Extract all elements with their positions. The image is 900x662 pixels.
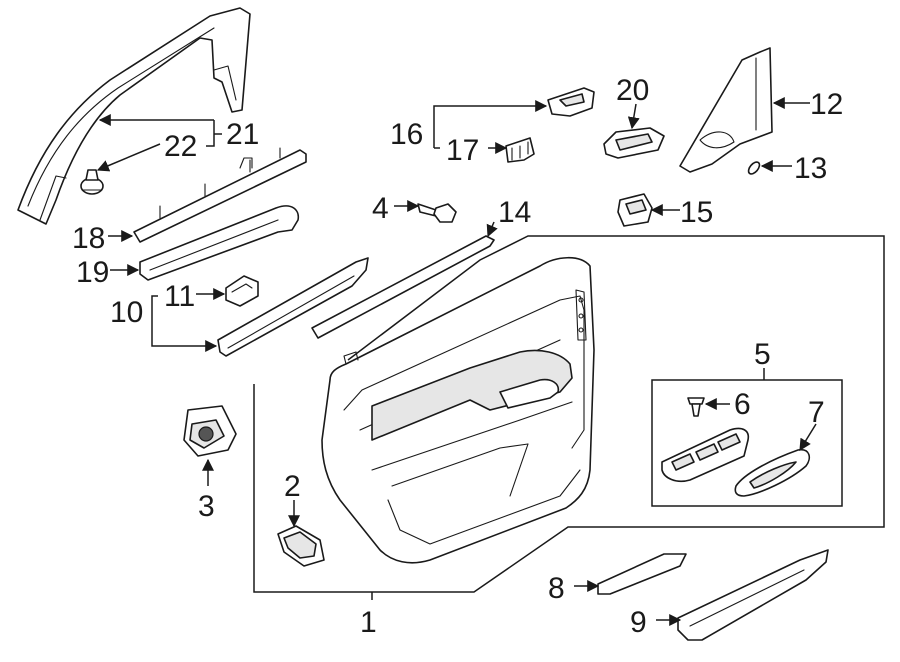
callout-8: 8	[548, 572, 565, 605]
pillar-clip-part	[747, 161, 761, 175]
screw-part	[417, 203, 457, 223]
callout-21: 21	[226, 118, 259, 151]
callout-20: 20	[616, 74, 649, 107]
speaker-grille-part	[183, 405, 237, 457]
callout-1: 1	[360, 606, 377, 639]
trim-insert-part	[597, 553, 687, 595]
window-switch-part	[617, 193, 653, 227]
lower-trim-strip-part	[139, 205, 300, 281]
callout-15: 15	[680, 196, 713, 229]
upper-trim-strip-part	[133, 147, 307, 243]
callout-4: 4	[372, 192, 389, 225]
window-frame-garnish-part	[17, 7, 251, 225]
callout-10: 10	[110, 296, 143, 329]
belt-molding-part	[217, 257, 369, 357]
retainer-clip-part	[80, 169, 104, 195]
callout-2: 2	[284, 470, 301, 503]
callout-18: 18	[72, 222, 105, 255]
mount-bracket-part	[505, 137, 535, 163]
callout-12: 12	[810, 88, 843, 121]
callout-7: 7	[808, 396, 825, 429]
callout-14: 14	[498, 196, 531, 229]
switch-panel-part	[661, 427, 750, 483]
callout-3: 3	[198, 490, 215, 523]
switch-assembly-frame	[651, 379, 843, 507]
callout-13: 13	[794, 152, 827, 185]
panel-screw-part	[687, 397, 705, 417]
assembly-frame	[253, 235, 885, 593]
callout-19: 19	[76, 256, 109, 289]
weatherstrip-part	[311, 235, 495, 339]
lower-garnish-part	[677, 549, 829, 641]
callout-5: 5	[754, 338, 771, 371]
handle-cover-part	[603, 127, 665, 159]
callout-9: 9	[630, 606, 647, 639]
trim-clip-part	[225, 275, 259, 307]
callout-11: 11	[164, 280, 195, 313]
connector-part	[277, 525, 325, 567]
callout-6: 6	[734, 388, 751, 421]
pillar-trim-part	[679, 47, 773, 173]
switch-bezel-part	[547, 87, 595, 117]
door-trim-panel-part	[321, 256, 595, 564]
callout-17: 17	[446, 134, 479, 167]
callout-16: 16	[390, 118, 423, 151]
pull-handle-part	[734, 448, 811, 497]
callout-22: 22	[164, 130, 197, 163]
